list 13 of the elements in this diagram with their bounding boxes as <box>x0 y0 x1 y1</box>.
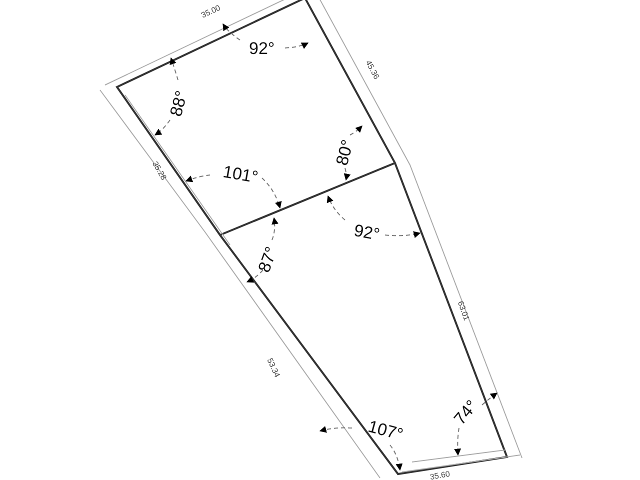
angle-label: 101° <box>221 162 259 186</box>
angle-label: 88° <box>167 88 190 118</box>
dimension-text: 45.36 <box>364 59 380 81</box>
angle-label: 107° <box>366 417 404 443</box>
angle-label: 92° <box>249 40 275 56</box>
dimension-text: 35.00 <box>200 4 222 20</box>
angle-label: 74° <box>451 396 481 428</box>
angle-label: 87° <box>255 244 280 274</box>
dimension-text: 35.60 <box>429 470 451 480</box>
dimension-text: 63.01 <box>456 300 470 322</box>
angle-label: 92° <box>352 221 381 243</box>
dimension-text: 53.34 <box>265 357 281 379</box>
angle-label: 80° <box>333 137 356 167</box>
